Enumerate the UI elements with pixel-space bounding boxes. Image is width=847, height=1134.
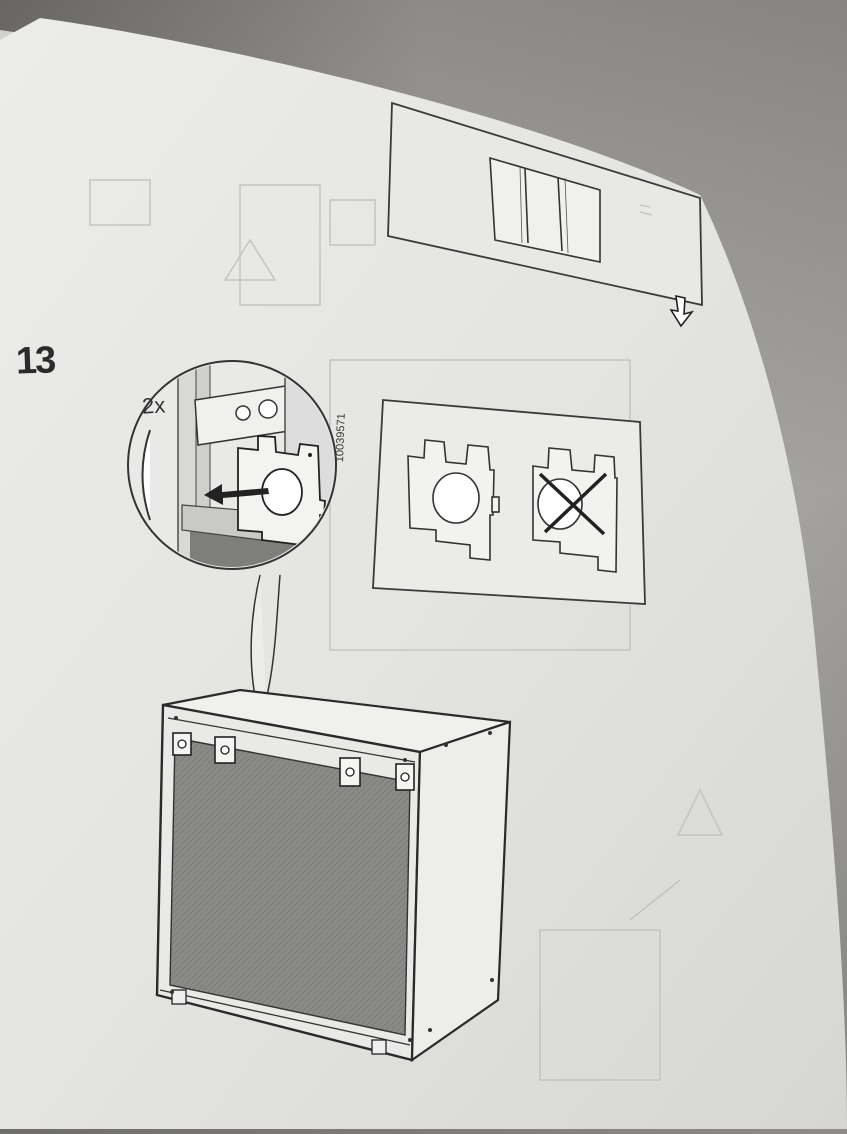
arrow-down-icon: [669, 294, 695, 328]
arrow-left-icon: [204, 484, 269, 505]
part-number: 10039571: [334, 413, 348, 463]
quantity-label: 2x: [141, 392, 166, 419]
orientation-panel: [372, 399, 646, 605]
bracket-incorrect: [532, 447, 618, 573]
warning-triangle-icon: [676, 787, 724, 836]
cross-out-icon: [538, 472, 608, 536]
bracket-correct: [407, 439, 500, 561]
cabinet-drawing: [155, 688, 512, 1063]
step-number: 13: [15, 339, 55, 383]
top-step-panel: [387, 101, 703, 307]
